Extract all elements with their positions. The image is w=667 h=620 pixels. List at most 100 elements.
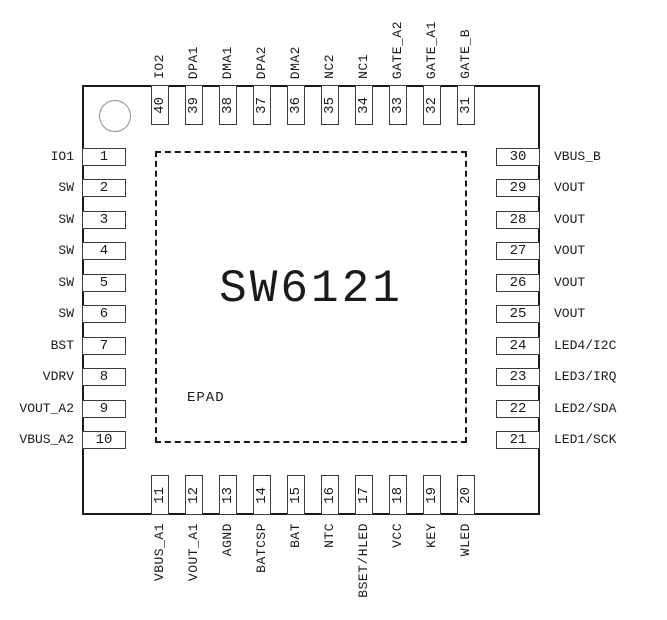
pin-number: 5	[99, 275, 109, 291]
pin-number: 12	[186, 486, 202, 504]
pin-label: IO1	[50, 149, 74, 164]
pin-box: 15	[287, 475, 305, 515]
pin-label: IO2	[152, 54, 167, 79]
pin-number: 27	[509, 243, 527, 259]
pin-box: 36	[287, 85, 305, 125]
pin-number: 10	[95, 432, 113, 448]
pin-label: LED1/SCK	[554, 432, 617, 447]
pin-box: 13	[219, 475, 237, 515]
pin-box: 35	[321, 85, 339, 125]
pin-label: LED3/IRQ	[554, 369, 617, 384]
pin-number: 33	[390, 96, 406, 114]
pin-label: BST	[50, 338, 74, 353]
pin-number: 32	[424, 96, 440, 114]
pin-box: 33	[389, 85, 407, 125]
pin-label: VCC	[390, 523, 405, 548]
pin-label: BATCSP	[254, 523, 269, 573]
pin-box: 9	[82, 400, 126, 418]
pin-label: VOUT	[554, 243, 586, 258]
pin-number: 1	[99, 149, 109, 165]
pin-label: VDRV	[42, 369, 74, 384]
epad-dashed-outline: SW6121 EPAD	[155, 151, 467, 443]
pin-box: 18	[389, 475, 407, 515]
pin-number: 38	[220, 96, 236, 114]
pin-box: 28	[496, 211, 540, 229]
pin-box: 22	[496, 400, 540, 418]
pin-box: 21	[496, 431, 540, 449]
pin-label: NC1	[356, 54, 371, 79]
pin-box: 25	[496, 305, 540, 323]
pin-number: 28	[509, 212, 527, 228]
pin-label: SW	[58, 212, 74, 227]
pin-number: 9	[99, 401, 109, 417]
pin-label: DPA1	[186, 45, 201, 79]
pin-box: 29	[496, 179, 540, 197]
pin1-indicator-circle	[99, 100, 131, 132]
pin-box: 11	[151, 475, 169, 515]
pin-box: 3	[82, 211, 126, 229]
pin-box: 31	[457, 85, 475, 125]
pin-label: SW	[58, 275, 74, 290]
pin-box: 38	[219, 85, 237, 125]
pin-number: 13	[220, 486, 236, 504]
pin-number: 16	[322, 486, 338, 504]
epad-label: EPAD	[187, 390, 225, 406]
pin-number: 37	[254, 96, 270, 114]
pin-number: 19	[424, 486, 440, 504]
pin-number: 17	[356, 486, 372, 504]
pin-number: 7	[99, 338, 109, 354]
pin-label: VOUT	[554, 212, 586, 227]
pin-box: 39	[185, 85, 203, 125]
pin-label: WLED	[458, 523, 473, 557]
pin-number: 31	[458, 96, 474, 114]
pin-number: 22	[509, 401, 527, 417]
pin-label: LED4/I2C	[554, 338, 617, 353]
pin-number: 40	[152, 96, 168, 114]
pin-box: 40	[151, 85, 169, 125]
pin-box: 26	[496, 274, 540, 292]
pin-number: 36	[288, 96, 304, 114]
pin-number: 6	[99, 306, 109, 322]
pin-box: 16	[321, 475, 339, 515]
pin-box: 1	[82, 148, 126, 166]
pin-label: GATE_A2	[390, 20, 405, 79]
pin-label: SW	[58, 180, 74, 195]
pin-label: VBUS_A1	[152, 523, 167, 582]
pin-label: VOUT_A2	[19, 401, 74, 416]
pin-label: SW	[58, 306, 74, 321]
pin-box: 6	[82, 305, 126, 323]
pin-number: 25	[509, 306, 527, 322]
part-number: SW6121	[219, 263, 403, 315]
pin-number: 18	[390, 486, 406, 504]
pin-label: SW	[58, 243, 74, 258]
pin-box: 5	[82, 274, 126, 292]
pin-label: KEY	[424, 523, 439, 548]
pin-box: 8	[82, 368, 126, 386]
pin-number: 14	[254, 486, 270, 504]
pin-number: 3	[99, 212, 109, 228]
pin-label: AGND	[220, 523, 235, 557]
pin-box: 23	[496, 368, 540, 386]
pin-label: DMA1	[220, 45, 235, 79]
pin-number: 26	[509, 275, 527, 291]
pin-box: 7	[82, 337, 126, 355]
pin-number: 24	[509, 338, 527, 354]
pin-box: 20	[457, 475, 475, 515]
pin-box: 14	[253, 475, 271, 515]
pin-box: 12	[185, 475, 203, 515]
pin-box: 2	[82, 179, 126, 197]
pin-number: 39	[186, 96, 202, 114]
pin-label: VBUS_B	[554, 149, 601, 164]
pin-label: VOUT_A1	[186, 523, 201, 582]
pin-label: NTC	[322, 523, 337, 548]
pin-number: 30	[509, 149, 527, 165]
pin-box: 27	[496, 242, 540, 260]
pin-box: 34	[355, 85, 373, 125]
pin-label: VOUT	[554, 180, 586, 195]
pin-box: 30	[496, 148, 540, 166]
pin-label: VOUT	[554, 306, 586, 321]
pin-box: 24	[496, 337, 540, 355]
pin-box: 37	[253, 85, 271, 125]
pin-label: DMA2	[288, 45, 303, 79]
